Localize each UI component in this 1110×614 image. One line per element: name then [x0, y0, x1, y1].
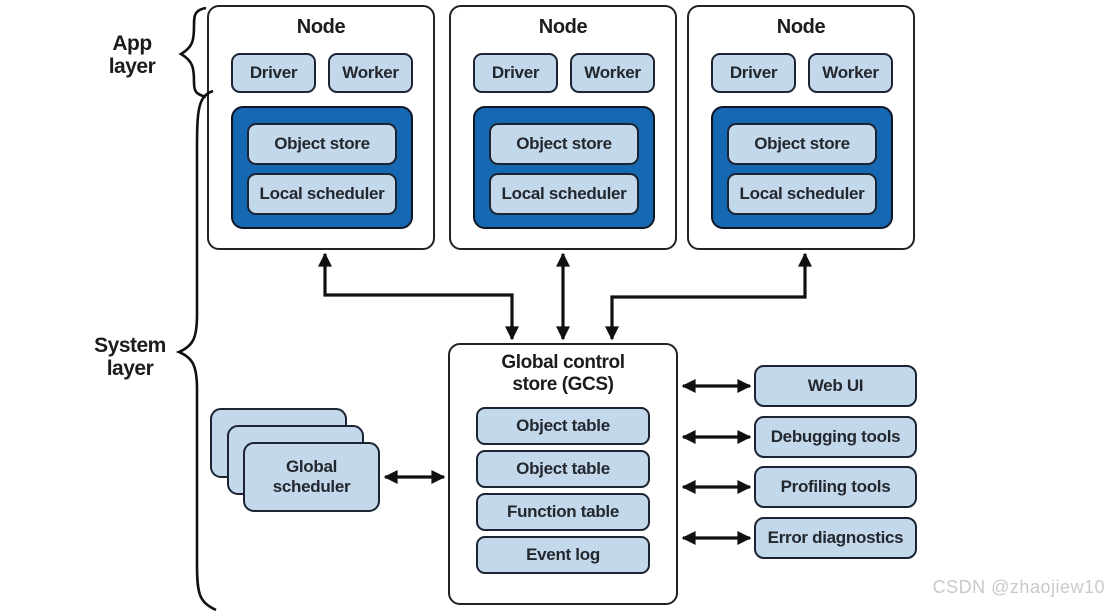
driver-box: Driver	[231, 53, 316, 93]
node-store-container: Object store Local scheduler	[231, 106, 413, 229]
app-layer-brace	[178, 6, 207, 99]
local-scheduler-box: Local scheduler	[247, 173, 397, 215]
local-scheduler-box: Local scheduler	[489, 173, 639, 215]
error-diagnostics-box: Error diagnostics	[754, 517, 917, 559]
watermark: CSDN @zhaojiew10	[932, 577, 1105, 597]
profiling-tools-box: Profiling tools	[754, 466, 917, 508]
global-control-store-card: Global control store (GCS) Object table …	[448, 343, 678, 605]
local-scheduler-box: Local scheduler	[727, 173, 877, 215]
worker-box: Worker	[808, 53, 893, 93]
node-title: Node	[538, 16, 588, 38]
node3-gcs-arrow	[605, 252, 812, 341]
node-store-container: Object store Local scheduler	[711, 106, 893, 229]
debugging-tools-box: Debugging tools	[754, 416, 917, 458]
object-store-box: Object store	[247, 123, 397, 165]
worker-box: Worker	[328, 53, 413, 93]
node-card-3: Node Driver Worker Object store Local sc…	[687, 5, 915, 250]
app-layer-label: App layer	[108, 32, 156, 78]
object-table-box: Object table	[476, 407, 650, 445]
object-store-box: Object store	[727, 123, 877, 165]
node1-gcs-arrow	[318, 252, 519, 341]
node-store-container: Object store Local scheduler	[473, 106, 655, 229]
function-table-box: Function table	[476, 493, 650, 531]
object-table-box: Object table	[476, 450, 650, 488]
system-layer-label: System layer	[94, 334, 166, 380]
event-log-box: Event log	[476, 536, 650, 574]
web-ui-box: Web UI	[754, 365, 917, 407]
node-card-2: Node Driver Worker Object store Local sc…	[449, 5, 677, 250]
worker-box: Worker	[570, 53, 655, 93]
process-row: Driver Worker	[711, 53, 893, 93]
node-title: Node	[296, 16, 346, 38]
driver-box: Driver	[473, 53, 558, 93]
driver-box: Driver	[711, 53, 796, 93]
global-scheduler-box: Global scheduler	[243, 442, 380, 512]
node-card-1: Node Driver Worker Object store Local sc…	[207, 5, 435, 250]
gcs-title: Global control store (GCS)	[501, 352, 625, 395]
node-title: Node	[776, 16, 826, 38]
process-row: Driver Worker	[473, 53, 655, 93]
object-store-box: Object store	[489, 123, 639, 165]
process-row: Driver Worker	[231, 53, 413, 93]
